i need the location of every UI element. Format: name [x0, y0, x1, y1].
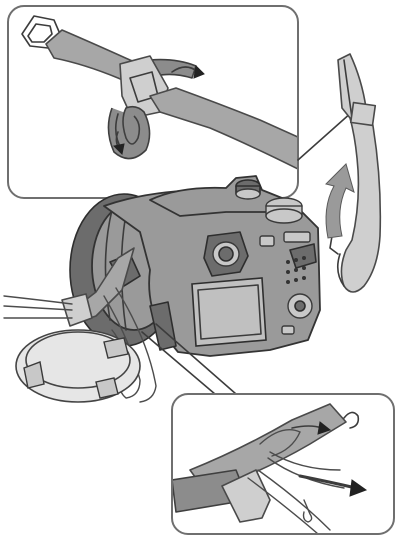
- shoulder-strap-buckle: [351, 103, 376, 126]
- lift-arrow-icon: [326, 164, 354, 238]
- top-callout-leader: [298, 112, 352, 160]
- camera: [70, 176, 320, 356]
- top-callout: [8, 6, 300, 198]
- lift-arrow: [326, 164, 354, 238]
- bottom-callout: [172, 394, 394, 534]
- lens-cap: [16, 330, 140, 402]
- camera-button: [260, 236, 274, 246]
- strap-loop: [108, 107, 149, 159]
